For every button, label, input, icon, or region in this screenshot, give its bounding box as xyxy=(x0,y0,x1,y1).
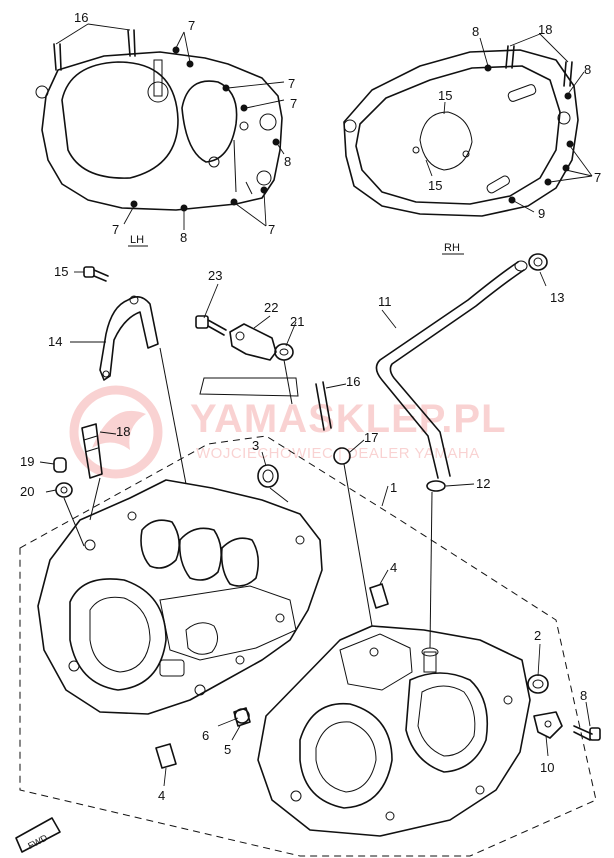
rh-crankcase-gasket xyxy=(343,45,579,217)
watermark-subtext: WOJCIECHOWIEC | DEALER YAMAHA xyxy=(196,445,480,462)
clamp-10 xyxy=(533,711,563,739)
stud-16-loose xyxy=(315,381,332,431)
callout-15-rh-bottom: 15 xyxy=(428,178,442,193)
bolt-23 xyxy=(195,315,227,336)
dowel-5 xyxy=(233,707,251,727)
callout-18-rh: 18 xyxy=(538,22,552,37)
callout-16-stud: 16 xyxy=(346,374,360,389)
stud-18-left xyxy=(505,45,515,69)
callout-4-lower: 4 xyxy=(158,788,165,803)
lh-label: LH xyxy=(130,234,144,246)
stud-18-right xyxy=(563,61,573,87)
callout-8-lh-bottom: 8 xyxy=(180,230,187,245)
callout-10-clamp: 10 xyxy=(540,760,554,775)
clamp-13 xyxy=(528,253,548,271)
callout-4-upper: 4 xyxy=(390,560,397,575)
callout-numbers: 16 7 7 7 8 7 8 7 8 18 8 15 15 7 9 15 14 … xyxy=(20,10,601,803)
stud-16-left xyxy=(53,43,62,71)
screw-15 xyxy=(83,266,109,282)
dowel-4-lower xyxy=(155,743,177,769)
collar-21 xyxy=(274,343,294,361)
rh-label: RH xyxy=(444,242,460,254)
callout-18-stud: 18 xyxy=(116,424,130,439)
callout-16-lh: 16 xyxy=(74,10,88,25)
crankcase-left-half xyxy=(37,479,323,715)
callout-8-rh-right: 8 xyxy=(584,62,591,77)
callout-9-rh: 9 xyxy=(538,206,545,221)
lh-crankcase-gasket xyxy=(35,29,283,212)
oil-seal-3 xyxy=(257,464,279,488)
callout-23-bolt: 23 xyxy=(208,268,222,283)
callout-7-rh: 7 xyxy=(594,170,601,185)
callout-13-clamp: 13 xyxy=(550,290,564,305)
breather-hose-11 xyxy=(375,260,528,479)
washer-20 xyxy=(55,482,73,498)
watermark-logo-ring xyxy=(69,385,163,479)
callout-22-arm: 22 xyxy=(264,300,278,315)
callout-6-oring: 6 xyxy=(202,728,209,743)
assembly-outline xyxy=(19,435,597,857)
oil-seal-2 xyxy=(527,674,549,694)
callout-7-lh-corner: 7 xyxy=(268,222,275,237)
callout-8-rh-top: 8 xyxy=(472,24,479,39)
crankcase-right-half xyxy=(257,625,531,837)
watermark-text: YAMASKLEP.PL xyxy=(190,397,507,441)
callout-11-hose: 11 xyxy=(378,294,392,309)
callout-3-seal: 3 xyxy=(252,438,259,453)
callout-5-dowel: 5 xyxy=(224,742,231,757)
callout-12-clip: 12 xyxy=(476,476,490,491)
dowel-4-upper xyxy=(369,583,389,609)
callout-14-bracket: 14 xyxy=(48,334,62,349)
callout-15-rh-top: 15 xyxy=(438,88,452,103)
callout-19-dowel: 19 xyxy=(20,454,34,469)
arm-22 xyxy=(229,323,277,361)
callout-1-crankcase: 1 xyxy=(390,480,397,495)
bolt-8-loose xyxy=(573,725,601,741)
callout-8-bolt: 8 xyxy=(580,688,587,703)
callout-21-collar: 21 xyxy=(290,314,304,329)
bracket-14 xyxy=(99,295,159,381)
leader-lines xyxy=(39,23,593,787)
callout-15-screw: 15 xyxy=(54,264,68,279)
clip-12 xyxy=(426,480,446,492)
dowel-17 xyxy=(333,447,351,465)
callout-7-lh-right-b: 7 xyxy=(290,96,297,111)
watermark-logo-mark xyxy=(92,410,146,450)
callout-7-lh-bottom: 7 xyxy=(112,222,119,237)
callout-7-lh-right-a: 7 xyxy=(288,76,295,91)
callout-17-dowel: 17 xyxy=(364,430,378,445)
stud-18-loose xyxy=(81,423,103,479)
forward-direction-tag: FWD xyxy=(15,817,61,853)
callout-20-washer: 20 xyxy=(20,484,34,499)
dowel-19 xyxy=(53,457,67,473)
stud-16-right xyxy=(127,29,136,57)
watermark: YAMASKLEP.PL WOJCIECHOWIEC | DEALER YAMA… xyxy=(69,385,507,479)
callout-2-seal: 2 xyxy=(534,628,541,643)
callout-7-top: 7 xyxy=(188,18,195,33)
fwd-text: FWD xyxy=(26,832,49,851)
callout-8-lh-right: 8 xyxy=(284,154,291,169)
